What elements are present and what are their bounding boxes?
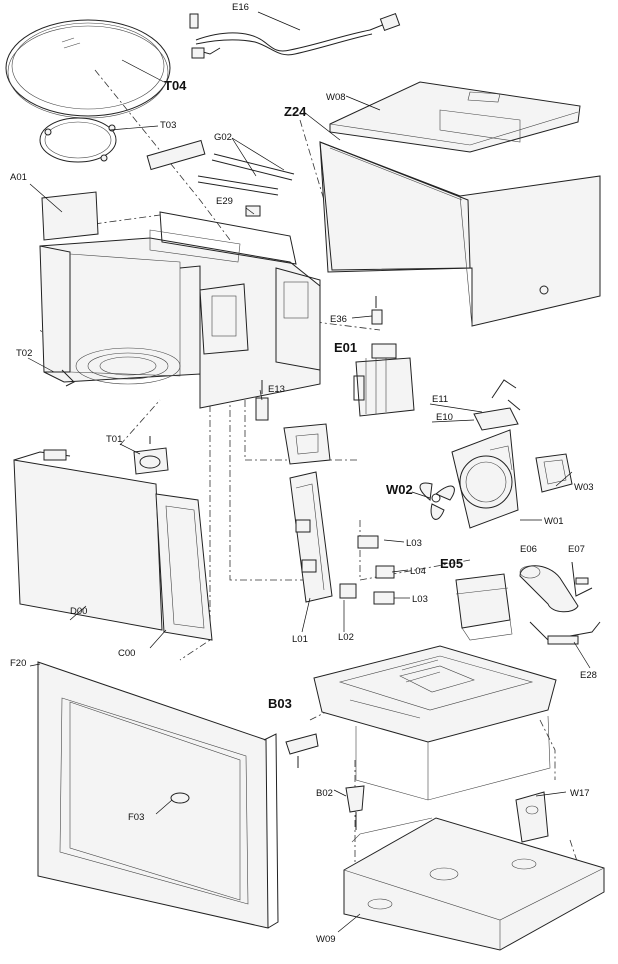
label-L04: L04 (410, 566, 426, 577)
label-L03a: L03 (406, 538, 422, 549)
label-T04: T04 (164, 78, 187, 93)
label-W01: W01 (544, 516, 564, 527)
turntable-motor-T01 (133, 436, 169, 475)
label-W09: W09 (316, 934, 336, 945)
power-cord-E16 (189, 12, 401, 59)
hinge-W17 (515, 791, 549, 843)
roller-ring-T03 (39, 117, 117, 163)
label-F20: F20 (10, 658, 26, 669)
latch-switches (339, 535, 395, 605)
label-E11: E11 (432, 394, 448, 405)
label-A01: A01 (10, 172, 27, 183)
diode-E07 (571, 561, 593, 597)
magnetron-E01 (353, 343, 415, 417)
leader-lines (27, 11, 591, 933)
label-E07: E07 (568, 544, 585, 555)
grill-heaters-G02 (146, 139, 295, 196)
label-E01: E01 (334, 340, 357, 355)
label-B03: B03 (268, 696, 292, 711)
label-G02: G02 (214, 132, 232, 143)
label-E05: E05 (440, 556, 463, 571)
label-T02: T02 (16, 348, 32, 359)
label-E16: E16 (232, 2, 249, 13)
label-W02: W02 (386, 482, 413, 497)
label-W03: W03 (574, 482, 594, 493)
oven-cavity (39, 205, 321, 409)
door-choke-C00 (155, 493, 213, 641)
foot-B02 (345, 785, 365, 830)
label-L02: L02 (338, 632, 354, 643)
label-L01: L01 (292, 634, 308, 645)
label-E10: E10 (436, 412, 453, 423)
label-W08: W08 (326, 92, 346, 103)
bottom-tray-W09 (343, 817, 605, 951)
mica-plate-A01 (41, 191, 99, 241)
capacitor-E06 (519, 565, 579, 613)
thermal-sensors-E10-E11 (473, 379, 521, 431)
outer-cabinet-Z24 (319, 141, 601, 327)
label-B02: B02 (316, 788, 333, 799)
label-E28: E28 (580, 670, 597, 681)
door-frame-F20 (37, 661, 279, 929)
part-labels: E16 T04 T03 G02 W08 Z24 A01 E29 T02 E36 … (10, 2, 597, 945)
bracket-B03 (285, 733, 319, 768)
label-E06: E06 (520, 544, 537, 555)
transformer-E05 (455, 573, 513, 641)
turntable-glass-T04 (5, 19, 171, 119)
fan-blade-W02 (419, 482, 455, 520)
label-L03b: L03 (412, 594, 428, 605)
door-D00 (13, 449, 163, 631)
label-F03: F03 (128, 812, 144, 823)
base-plate (313, 645, 557, 801)
label-E29: E29 (216, 196, 233, 207)
label-C00: C00 (118, 648, 135, 659)
fuse-E28 (529, 621, 601, 645)
label-E13: E13 (268, 384, 285, 395)
fan-housing-W01 (451, 429, 519, 529)
label-Z24: Z24 (284, 104, 307, 119)
fan-motor-W03 (535, 453, 573, 493)
label-W17: W17 (570, 788, 590, 799)
label-E36: E36 (330, 314, 347, 325)
small-parts (61, 296, 383, 465)
label-T03: T03 (160, 120, 176, 131)
top-plate-W08 (329, 81, 581, 153)
label-D00: D00 (70, 606, 87, 617)
latch-bracket-L01 (289, 471, 333, 603)
label-T01: T01 (106, 434, 122, 445)
